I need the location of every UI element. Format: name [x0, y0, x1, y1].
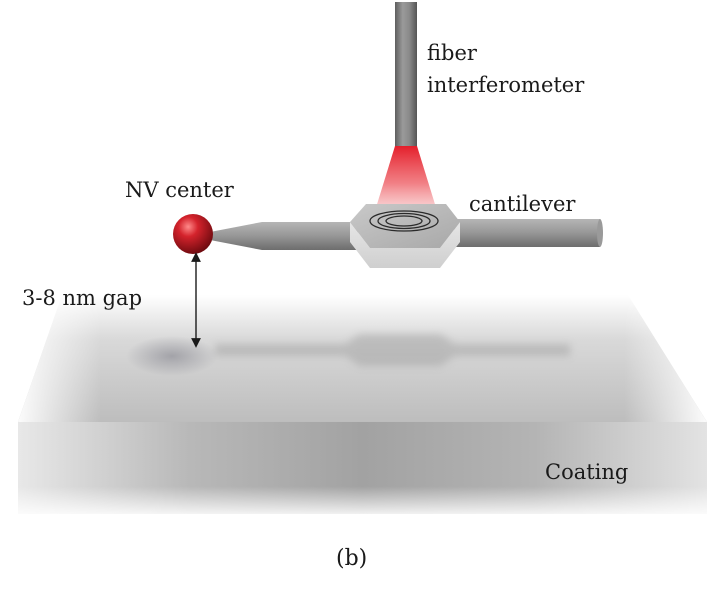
cantilever-shadow: [215, 334, 570, 366]
label-nv-center: NV center: [125, 178, 235, 202]
cantilever-beam-right: [454, 219, 600, 247]
label-gap: 3-8 nm gap: [22, 286, 142, 310]
hex-pad-side: [350, 222, 460, 268]
fiber-interferometer: [374, 2, 438, 214]
laser-cone: [374, 146, 438, 214]
fiber-rod: [395, 2, 417, 146]
label-cantilever: cantilever: [469, 192, 576, 216]
coating-slab: [18, 295, 707, 514]
label-coating: Coating: [545, 460, 628, 484]
cantilever-beam-end: [597, 219, 603, 247]
coating-front-fade: [18, 422, 707, 514]
reflector-ring-middle: [377, 212, 431, 230]
cantilever: [210, 204, 603, 268]
probe-shadow-spot: [126, 336, 218, 376]
panel-label: (b): [336, 546, 367, 571]
label-fiber: fiber: [427, 41, 478, 65]
reflector-ring-outer: [369, 210, 439, 232]
label-interferometer: interferometer: [427, 73, 585, 97]
cantilever-beam-left: [262, 222, 358, 250]
reflector-ring-inner: [385, 215, 423, 227]
cantilever-tip: [210, 222, 262, 250]
nv-center-sphere: [173, 214, 213, 254]
